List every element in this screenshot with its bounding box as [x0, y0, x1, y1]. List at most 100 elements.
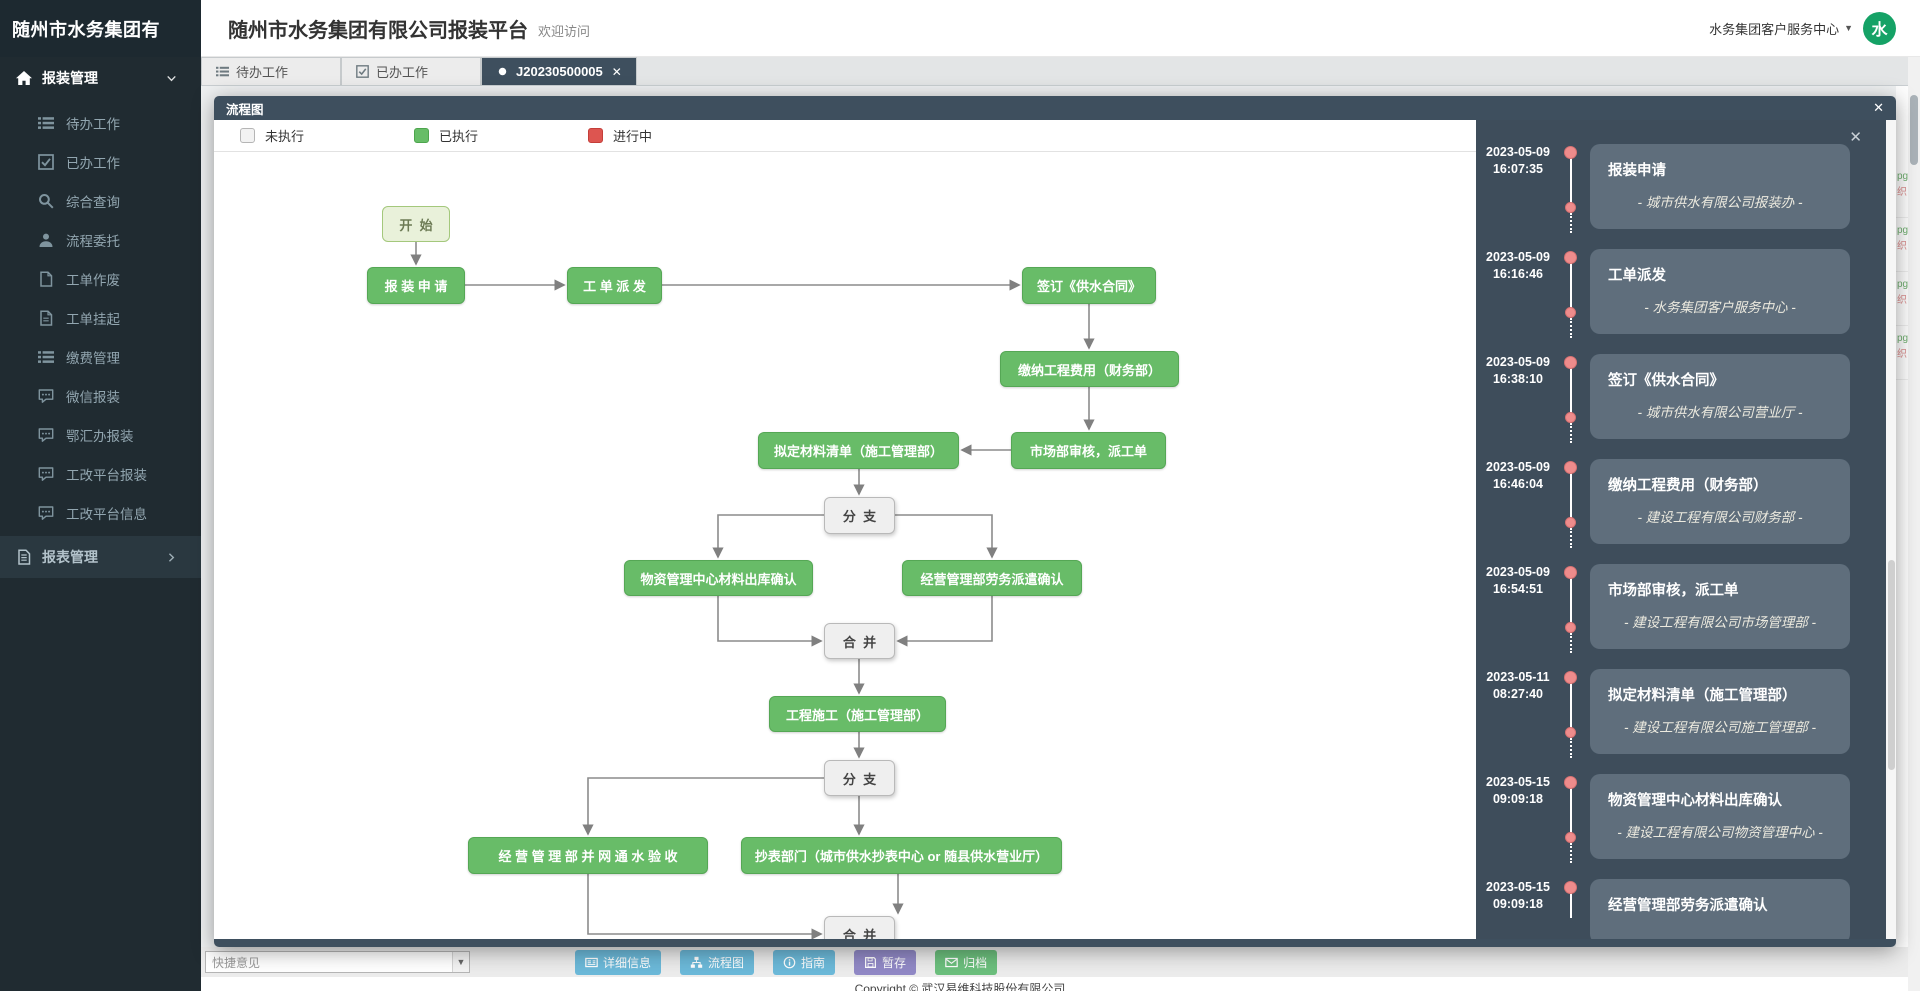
timeline-time: 09:09:18 [1492, 897, 1544, 911]
sidebar-item-icon [38, 115, 54, 131]
flowchart-edges [410, 242, 1095, 939]
timeline-timestamp: 2023-05-11 08:27:40 [1476, 669, 1560, 754]
browser-scrollbar[interactable] [1908, 57, 1920, 991]
action-button[interactable]: 暂存 [854, 949, 917, 975]
modal-header: 流程图 ✕ [214, 96, 1896, 120]
timeline-item: 2023-05-15 09:09:18 经营管理部劳务派遣确认 [1476, 879, 1886, 939]
legend-swatch [414, 128, 430, 143]
timeline-card: 工单派发 - 水务集团客户服务中心 - [1590, 249, 1850, 334]
sidebar-item[interactable]: 已办工作 [0, 142, 201, 181]
sidebar-item[interactable]: 鄂汇办报装 [0, 415, 201, 454]
sidebar-item-label: 鄂汇办报装 [66, 428, 134, 444]
flow-node: 报 装 申 请 [367, 267, 465, 304]
action-button[interactable]: 流程图 [680, 949, 755, 975]
flow-diagram-modal: 流程图 ✕ 未执行 已执行 [214, 96, 1896, 947]
home-icon [16, 70, 32, 86]
timeline-rail [1560, 249, 1590, 338]
sidebar-section-reports[interactable]: 报表管理 [0, 536, 201, 578]
timeline-item: 2023-05-09 16:54:51 市场部审核，派工单 [1476, 564, 1886, 669]
action-bar: 快捷意见 ▼ 详细信息 流程图 指南 [201, 947, 1908, 977]
action-button[interactable]: 详细信息 [575, 949, 662, 975]
background-page-strip: pg 织 pg 织 pg 织 pg 织 [1896, 86, 1908, 947]
sidebar-item-label: 工改平台信息 [66, 506, 147, 522]
sidebar-item[interactable]: 微信报装 [0, 376, 201, 415]
sidebar-section-label: 报装管理 [42, 70, 98, 86]
quick-opinion-placeholder: 快捷意见 [212, 955, 261, 970]
action-button-icon [690, 956, 703, 969]
tab[interactable]: J20230500005 ✕ [481, 57, 637, 85]
sidebar-item[interactable]: 工改平台报装 [0, 454, 201, 493]
timeline-date: 2023-05-09 [1486, 565, 1550, 579]
top-header: 随州市水务集团有限公司报装平台 欢迎访问 水务集团客户服务中心 ▼ 水 [201, 0, 1920, 57]
quick-opinion-select[interactable]: 快捷意见 ▼ [205, 951, 470, 973]
browser-scrollbar-thumb[interactable] [1910, 95, 1918, 165]
timeline-card: 拟定材料清单（施工管理部） - 建设工程有限公司施工管理部 - [1590, 669, 1850, 754]
timeline-timestamp: 2023-05-09 16:46:04 [1476, 459, 1560, 544]
timeline-card: 缴纳工程费用（财务部） - 建设工程有限公司财务部 - [1590, 459, 1850, 544]
action-button-label: 流程图 [708, 955, 745, 970]
timeline-dot-small [1565, 517, 1576, 528]
welcome-text: 欢迎访问 [538, 23, 591, 39]
flow-node: 工程施工（施工管理部） [769, 696, 946, 732]
timeline-timestamp: 2023-05-09 16:07:35 [1476, 144, 1560, 229]
timeline-rail [1560, 774, 1590, 863]
timeline-step-org: - 建设工程有限公司市场管理部 - [1624, 615, 1816, 630]
report-icon [16, 549, 32, 565]
sidebar-item[interactable]: 工单挂起 [0, 298, 201, 337]
chevron-down-icon [166, 73, 177, 84]
tab-close-icon[interactable]: ✕ [611, 64, 622, 79]
user-name: 水务集团客户服务中心 [1709, 21, 1840, 37]
modal-scrollbar[interactable] [1886, 120, 1896, 939]
timeline-rail [1560, 144, 1590, 233]
timeline-date: 2023-05-15 [1486, 880, 1550, 894]
flow-node: 工 单 派 发 [567, 267, 662, 304]
tab[interactable]: 已办工作 [341, 57, 481, 85]
flow-legend: 未执行 已执行 进行中 [214, 120, 1476, 152]
background-fragment: pg 织 [1896, 272, 1908, 326]
timeline-dot [1564, 671, 1577, 684]
tab[interactable]: 待办工作 [201, 57, 341, 85]
action-button[interactable]: 归档 [935, 949, 998, 975]
sidebar-menu: 待办工作 已办工作 综合查询 流程委托 [0, 99, 201, 534]
timeline-rail [1560, 459, 1590, 548]
modal-body: 未执行 已执行 进行中 开 始报 装 申 请工 单 派 发签订《供水合同》缴纳工… [214, 120, 1896, 939]
sidebar-item[interactable]: 综合查询 [0, 181, 201, 220]
timeline-rail [1560, 354, 1590, 443]
app-logo: 随州市水务集团有 [0, 0, 201, 57]
timeline-dot [1564, 566, 1577, 579]
background-fragment: pg 织 [1896, 218, 1908, 272]
sidebar-item-icon [38, 427, 54, 443]
sidebar-item[interactable]: 流程委托 [0, 220, 201, 259]
copyright-text: Copyright © 武汉易维科技股份有限公司 [854, 982, 1066, 991]
modal-close-icon[interactable]: ✕ [1873, 100, 1884, 115]
user-menu[interactable]: 水务集团客户服务中心 ▼ [1709, 19, 1853, 38]
sidebar-item[interactable]: 工改平台信息 [0, 493, 201, 532]
timeline-step-title: 报装申请 [1608, 163, 1666, 179]
flow-node: 合 并 [824, 623, 895, 659]
timeline-date: 2023-05-09 [1486, 460, 1550, 474]
timeline-time: 16:38:10 [1492, 372, 1544, 386]
timeline-close-icon[interactable]: ✕ [1849, 129, 1862, 146]
sidebar-section-baozhuang[interactable]: 报装管理 [0, 57, 201, 99]
timeline-step-title: 工单派发 [1608, 268, 1666, 284]
sidebar-item[interactable]: 缴费管理 [0, 337, 201, 376]
timeline-card: 物资管理中心材料出库确认 - 建设工程有限公司物资管理中心 - [1590, 774, 1850, 859]
sidebar-item-label: 工单作废 [66, 272, 120, 288]
timeline-dot [1564, 251, 1577, 264]
sidebar-item-label: 待办工作 [66, 116, 120, 132]
timeline-list: 2023-05-09 16:07:35 报装申请 [1476, 144, 1886, 939]
page-title: 随州市水务集团有限公司报装平台 [228, 19, 528, 42]
sidebar-item[interactable]: 工单作废 [0, 259, 201, 298]
avatar[interactable]: 水 [1863, 11, 1896, 45]
sidebar-item-label: 综合查询 [66, 194, 120, 210]
legend-item: 未执行 [240, 126, 304, 145]
timeline-dot-small [1565, 622, 1576, 633]
flow-node: 开 始 [382, 206, 450, 242]
modal-scrollbar-thumb[interactable] [1887, 560, 1895, 770]
timeline-step-title: 市场部审核，派工单 [1608, 583, 1739, 599]
sidebar-section-label: 报表管理 [42, 549, 98, 565]
sidebar-item[interactable]: 待办工作 [0, 103, 201, 142]
action-button[interactable]: 指南 [773, 949, 836, 975]
timeline-timestamp: 2023-05-15 09:09:18 [1476, 879, 1560, 939]
timeline-dot [1564, 881, 1577, 894]
